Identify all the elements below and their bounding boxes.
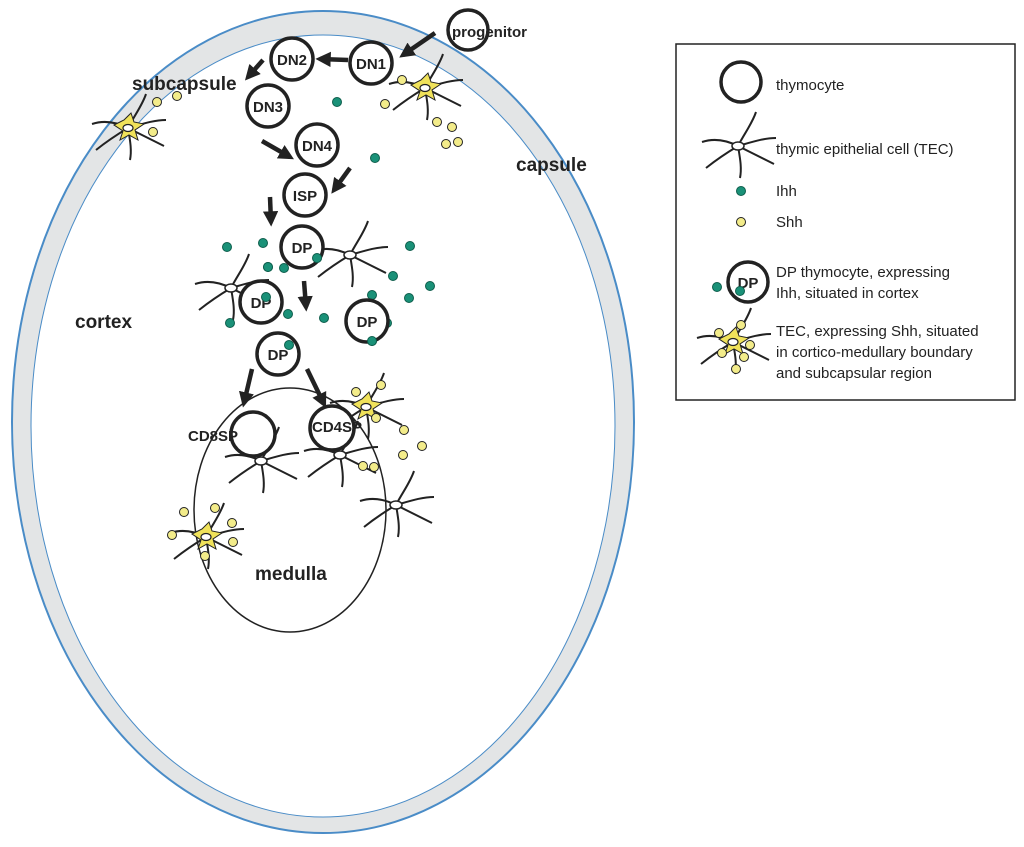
thymocyte-cd8sp xyxy=(229,410,277,458)
legend-thymocyte-label: thymocyte xyxy=(776,77,844,94)
thymocyte-label-dp-1: DP xyxy=(292,240,313,257)
legend-tec-shh-line2: in cortico-medullary boundary xyxy=(776,344,973,361)
legend-dp-line1: DP thymocyte, expressing xyxy=(776,264,950,281)
legend-dp-line2: Ihh, situated in cortex xyxy=(776,285,919,302)
label-cortex: cortex xyxy=(75,312,132,333)
thymocyte-label-cd8sp: CD8SP xyxy=(188,428,238,445)
differentiation-arrows xyxy=(239,31,437,409)
thymocyte-dp-2 xyxy=(238,279,284,325)
thymocyte-dn1 xyxy=(348,40,394,86)
thymocyte-label-dp-3: DP xyxy=(357,314,378,331)
thymocyte-dn2 xyxy=(269,36,315,82)
thymocyte-isp xyxy=(282,172,328,218)
legend-ihh-label: Ihh xyxy=(776,183,797,200)
label-progenitor-front: progenitor xyxy=(452,24,527,41)
label-subcapsule: subcapsule xyxy=(132,74,237,95)
legend-dp-ihh-dot-2 xyxy=(735,286,745,296)
thymocyte-label-isp: ISP xyxy=(293,188,317,205)
legend-shh-icon xyxy=(736,217,746,227)
label-medulla: medulla xyxy=(255,564,327,585)
legend-tec-shh-line3: and subcapsular region xyxy=(776,365,932,382)
legend-shh-label: Shh xyxy=(776,214,803,231)
thymocyte-dn4 xyxy=(294,122,340,168)
label-capsule: capsule xyxy=(516,155,587,176)
thymocyte-progenitor xyxy=(446,8,490,52)
legend-dp-ihh-dot xyxy=(712,282,722,292)
thymocyte-dn3 xyxy=(245,83,291,129)
thymocyte-label-dn3: DN3 xyxy=(253,99,283,116)
thymocyte-label-dn4: DN4 xyxy=(302,138,333,155)
thymocyte-label-dp-4: DP xyxy=(268,347,289,364)
thymocyte-cd4sp xyxy=(308,404,356,452)
legend-tec-label: thymic epithelial cell (TEC) xyxy=(776,141,954,158)
legend: thymocyte thymic epithelial cell (TEC) I… xyxy=(675,43,1016,401)
legend-tec-shh-line1: TEC, expressing Shh, situated xyxy=(776,323,979,340)
thymocyte-dp-3 xyxy=(344,298,390,344)
legend-ihh-icon xyxy=(736,186,746,196)
thymocyte-label-dn1: DN1 xyxy=(356,56,386,73)
legend-thymocyte-icon xyxy=(719,60,763,104)
thymocyte-label-cd4sp: CD4SP xyxy=(312,419,362,436)
thymocyte-label-dn2: DN2 xyxy=(277,52,307,69)
